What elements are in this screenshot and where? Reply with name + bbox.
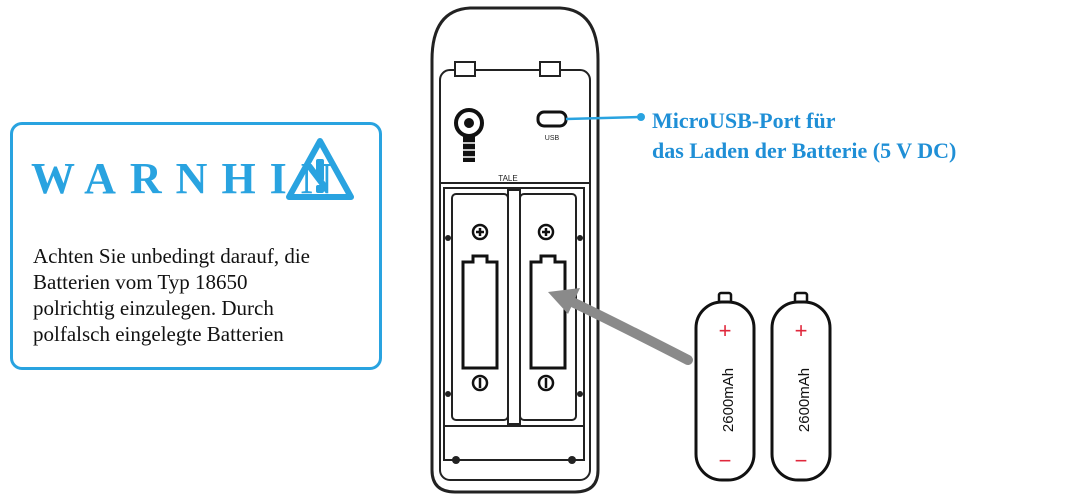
plus-marker-icon: [537, 223, 555, 241]
warning-box: WARNHIN Achten Sie unbedingt darauf, die…: [10, 122, 382, 370]
usb-port-label: USB: [545, 135, 560, 142]
compartment-label: TALE: [498, 174, 517, 183]
battery-1: + 2600mAh −: [694, 291, 756, 482]
callout-leader-line: [565, 115, 641, 121]
warning-text: Achten Sie unbedingt darauf, die Batteri…: [33, 243, 373, 347]
callout-dot: [637, 113, 645, 121]
callout-line-2: das Laden der Batterie (5 V DC): [652, 138, 957, 163]
usb-port-callout: MicroUSB-Port für das Laden der Batterie…: [652, 106, 956, 166]
plus-marker-icon: [471, 223, 489, 241]
battery-capacity-label: 2600mAh: [720, 368, 737, 432]
battery-capacity-label: 2600mAh: [796, 368, 813, 432]
warning-line: polrichtig einzulegen. Durch: [33, 296, 274, 320]
battery-plus-label: +: [719, 318, 732, 343]
warning-title: WARNHIN: [31, 154, 347, 203]
battery-minus-label: −: [719, 448, 732, 473]
insert-arrow-icon: [548, 288, 693, 365]
battery-plus-label: +: [795, 318, 808, 343]
minus-marker-icon: [471, 374, 489, 392]
warning-triangle-icon: [286, 138, 354, 200]
key-hole-icon: [454, 108, 484, 162]
minus-marker-icon: [537, 374, 555, 392]
warning-line: Achten Sie unbedingt darauf, die: [33, 244, 310, 268]
battery-2: + 2600mAh −: [770, 291, 832, 482]
warning-line: polfalsch eingelegte Batterien: [33, 322, 284, 346]
battery-minus-label: −: [795, 448, 808, 473]
callout-line-1: MicroUSB-Port für: [652, 108, 836, 133]
warning-line: Batterien vom Typ 18650: [33, 270, 248, 294]
